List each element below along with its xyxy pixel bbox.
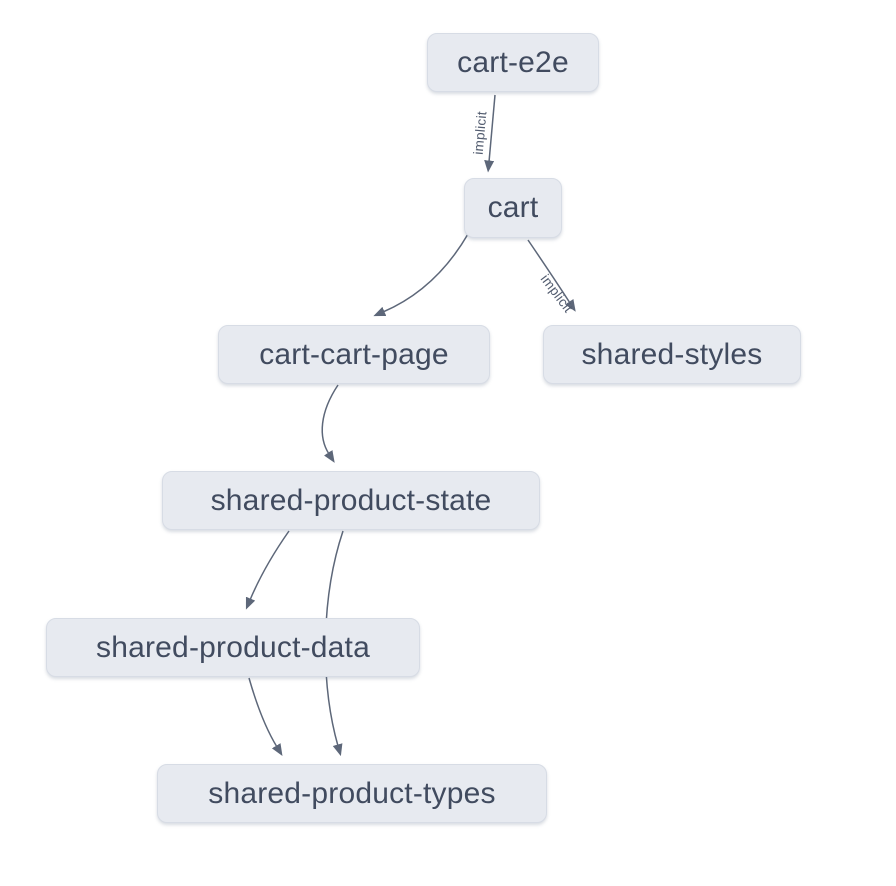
edge-shared-product-state-to-shared-product-data <box>245 530 290 610</box>
graph-node-shared-product-data[interactable]: shared-product-data <box>46 618 420 677</box>
graph-node-label: shared-styles <box>581 337 763 371</box>
graph-node-label: cart-cart-page <box>259 337 449 371</box>
graph-node-label: cart-e2e <box>457 45 569 79</box>
graph-node-shared-styles[interactable]: shared-styles <box>543 325 801 384</box>
graph-node-label: shared-product-data <box>96 630 370 664</box>
graph-node-shared-product-state[interactable]: shared-product-state <box>162 471 540 530</box>
edge-label: implicit <box>471 111 490 156</box>
edge-cart-to-shared-styles <box>527 239 576 312</box>
edge-cart-to-cart-cart-page <box>373 233 469 317</box>
edge-shared-product-data-to-shared-product-types <box>248 677 283 756</box>
edge-cart-e2e-to-cart <box>484 94 496 173</box>
graph-node-label: cart <box>487 191 539 224</box>
graph-node-shared-product-types[interactable]: shared-product-types <box>157 764 547 823</box>
graph-node-cart[interactable]: cart <box>464 178 562 238</box>
edge-cart-cart-page-to-shared-product-state <box>321 384 339 463</box>
graph-node-label: shared-product-state <box>210 483 492 517</box>
graph-node-cart-e2e[interactable]: cart-e2e <box>427 33 599 92</box>
graph-node-cart-cart-page[interactable]: cart-cart-page <box>218 325 490 384</box>
graph-node-label: shared-product-types <box>208 776 496 810</box>
edge-label: implicit <box>538 271 576 315</box>
